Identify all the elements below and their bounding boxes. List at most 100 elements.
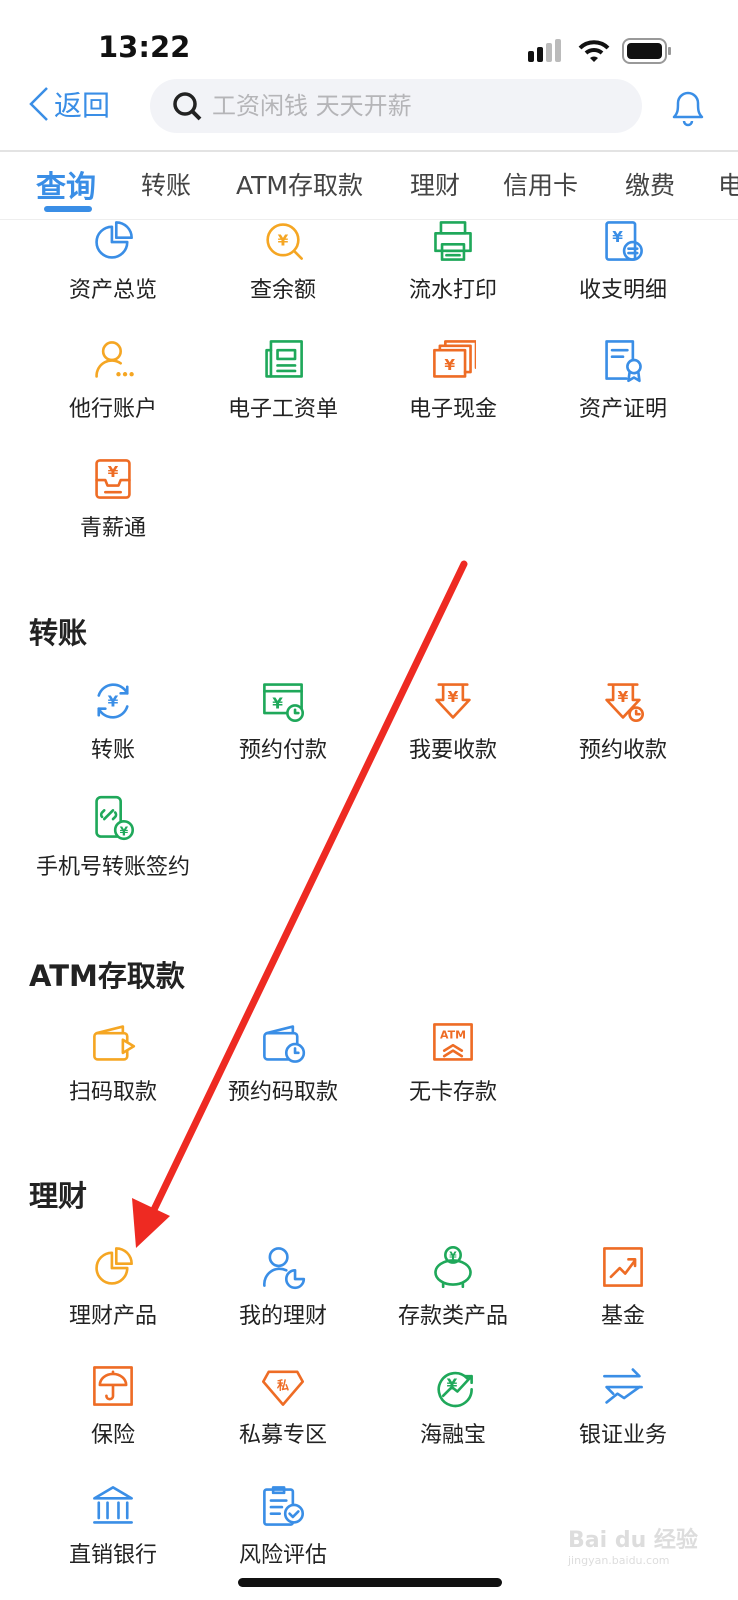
tab-1[interactable]: 转账 bbox=[141, 171, 192, 200]
tab-0[interactable]: 查询 bbox=[36, 170, 96, 205]
service-item[interactable]: ¥ 转账 bbox=[28, 678, 198, 764]
active-tab-indicator bbox=[44, 206, 92, 212]
service-item[interactable]: ¥ 青薪通 bbox=[28, 456, 198, 542]
svg-text:¥: ¥ bbox=[272, 695, 283, 713]
service-item[interactable]: 私私募专区 bbox=[198, 1363, 368, 1449]
service-item[interactable]: 流水打印 bbox=[368, 218, 538, 304]
printer-icon bbox=[434, 221, 472, 261]
tab-6[interactable]: 电 bbox=[718, 171, 738, 200]
service-item[interactable]: ¥ 预约付款 bbox=[198, 678, 368, 764]
service-item[interactable]: ¥ 电子现金 bbox=[368, 337, 538, 423]
svg-text:¥: ¥ bbox=[108, 692, 119, 710]
service-item[interactable]: 我的理财 bbox=[198, 1244, 368, 1330]
svg-text:私: 私 bbox=[277, 1377, 289, 1392]
service-item[interactable]: ¥ 手机号转账签约 bbox=[28, 795, 198, 881]
service-item-label: 我的理财 bbox=[238, 1304, 327, 1329]
service-item-label: 查余额 bbox=[249, 278, 316, 303]
tabs-divider bbox=[0, 219, 738, 220]
back-button[interactable]: 返回 bbox=[28, 84, 110, 124]
service-item-label: 存款类产品 bbox=[397, 1304, 508, 1329]
service-item-label: 资产总览 bbox=[68, 278, 157, 303]
service-item-label: 直销银行 bbox=[68, 1543, 157, 1568]
yen-cycle-icon: ¥ bbox=[97, 683, 129, 719]
svg-text:¥: ¥ bbox=[448, 688, 459, 706]
service-item-label: 私募专区 bbox=[238, 1423, 327, 1448]
yen-growth-icon: ¥ bbox=[437, 1371, 473, 1408]
service-item[interactable]: 预约码取款 bbox=[198, 1020, 368, 1106]
diamond-icon: 私 bbox=[261, 1370, 305, 1406]
header-divider bbox=[0, 150, 738, 152]
service-item[interactable]: 资产证明 bbox=[538, 337, 708, 423]
service-item[interactable]: ¥ 存款类产品 bbox=[368, 1244, 538, 1330]
yen-search-icon: ¥ bbox=[266, 223, 303, 260]
service-item-label: 收支明细 bbox=[578, 278, 667, 303]
service-item[interactable]: ¥ 查余额 bbox=[198, 218, 368, 304]
service-item-label: 预约码取款 bbox=[227, 1080, 338, 1105]
service-item-label: 转账 bbox=[90, 738, 135, 763]
service-item-label: 预约付款 bbox=[238, 738, 327, 763]
service-item[interactable]: 保险 bbox=[28, 1363, 198, 1449]
tab-4[interactable]: 信用卡 bbox=[503, 171, 579, 200]
status-time: 13:22 bbox=[98, 30, 191, 64]
search-icon bbox=[173, 92, 202, 121]
service-item[interactable]: 扫码取款 bbox=[28, 1020, 198, 1106]
svg-text:¥: ¥ bbox=[120, 825, 129, 839]
service-item-label: 青薪通 bbox=[79, 516, 146, 541]
tab-2[interactable]: ATM存取款 bbox=[236, 171, 364, 200]
service-item-label: 我要收款 bbox=[408, 738, 497, 763]
service-item-label: 理财产品 bbox=[68, 1304, 157, 1329]
service-item-label: 预约收款 bbox=[578, 738, 667, 763]
home-indicator[interactable] bbox=[238, 1578, 502, 1587]
signal-icon bbox=[528, 39, 561, 62]
service-item-label: 基金 bbox=[600, 1304, 645, 1329]
trend-up-icon bbox=[603, 1247, 643, 1287]
wallet-clock-icon bbox=[263, 1025, 306, 1063]
section-title: ATM存取款 bbox=[29, 959, 185, 993]
bell-icon[interactable] bbox=[666, 84, 710, 128]
user-dots-icon bbox=[95, 341, 134, 378]
search-bar[interactable] bbox=[150, 79, 642, 133]
service-item-label: 海融宝 bbox=[419, 1423, 486, 1448]
service-item-label: 银证业务 bbox=[578, 1423, 667, 1448]
exchange-arrows-icon bbox=[603, 1368, 643, 1404]
service-item-label: 风险评估 bbox=[238, 1543, 327, 1568]
service-item-label: 电子现金 bbox=[408, 397, 497, 422]
service-item[interactable]: 理财产品 bbox=[28, 1244, 198, 1330]
service-item[interactable]: 银证业务 bbox=[538, 1363, 708, 1449]
svg-text:¥: ¥ bbox=[444, 356, 455, 374]
service-item[interactable]: 他行账户 bbox=[28, 337, 198, 423]
service-item[interactable]: ¥ 收支明细 bbox=[538, 218, 708, 304]
service-item[interactable]: ¥ 海融宝 bbox=[368, 1363, 538, 1449]
service-item[interactable]: ATM 无卡存款 bbox=[368, 1020, 538, 1106]
piggy-bank-icon: ¥ bbox=[434, 1245, 472, 1289]
section-title: 转账 bbox=[29, 616, 88, 650]
search-input[interactable] bbox=[212, 92, 612, 120]
svg-text:¥: ¥ bbox=[612, 228, 623, 246]
pie-chart-icon bbox=[95, 221, 133, 259]
service-item-label: 他行账户 bbox=[68, 397, 157, 422]
svg-text:¥: ¥ bbox=[447, 1375, 458, 1393]
service-item[interactable]: 直销银行 bbox=[28, 1483, 198, 1569]
svg-text:¥: ¥ bbox=[278, 231, 289, 249]
service-item[interactable]: 电子工资单 bbox=[198, 337, 368, 423]
service-item[interactable]: ¥预约收款 bbox=[538, 678, 708, 764]
service-item-label: 保险 bbox=[90, 1423, 135, 1448]
wallet-play-icon bbox=[93, 1025, 136, 1061]
service-item[interactable]: 风险评估 bbox=[198, 1483, 368, 1569]
yen-tray-icon: ¥ bbox=[95, 459, 131, 499]
status-icons bbox=[528, 38, 672, 64]
service-item[interactable]: ¥ 我要收款 bbox=[368, 678, 538, 764]
battery-icon bbox=[622, 38, 671, 64]
phone-link-icon: ¥ bbox=[95, 795, 135, 841]
svg-text:¥: ¥ bbox=[449, 1249, 457, 1262]
yen-cards-icon: ¥ bbox=[433, 340, 476, 378]
atm-icon: ATM bbox=[433, 1023, 473, 1061]
service-item-label: 手机号转账签约 bbox=[35, 855, 190, 880]
service-item[interactable]: 资产总览 bbox=[28, 218, 198, 304]
service-item-label: 无卡存款 bbox=[408, 1080, 497, 1105]
yen-exchange-doc-icon: ¥ bbox=[605, 221, 643, 261]
service-item[interactable]: 基金 bbox=[538, 1244, 708, 1330]
tab-3[interactable]: 理财 bbox=[410, 171, 461, 200]
tab-5[interactable]: 缴费 bbox=[625, 171, 676, 200]
